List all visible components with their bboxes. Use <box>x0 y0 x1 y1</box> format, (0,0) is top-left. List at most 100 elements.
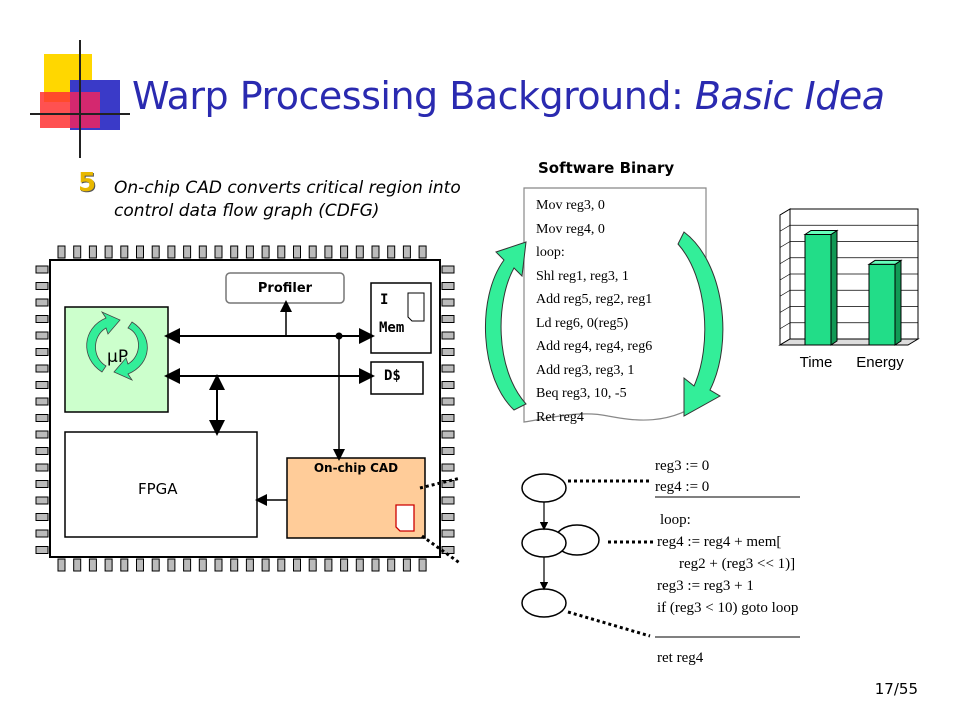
bar-time <box>804 234 832 346</box>
chip-pin <box>441 348 455 356</box>
chip-pin <box>418 558 427 572</box>
bar-top-energy <box>867 259 903 265</box>
slide-title: Warp Processing Background: Basic Idea <box>132 74 885 118</box>
software-binary-line: Ret reg4 <box>536 409 584 425</box>
chip-pin <box>441 430 455 439</box>
chip-pin <box>35 430 49 439</box>
chip-pin <box>371 245 380 259</box>
cdfg-b2-line1: loop: <box>660 512 691 528</box>
chip-pin <box>441 282 455 290</box>
chip-pin <box>441 315 455 323</box>
chip-pin <box>167 558 176 572</box>
chip-pin <box>136 558 144 572</box>
chip-pin <box>418 245 427 259</box>
chart-gridline-side <box>779 273 791 281</box>
chip-pin <box>35 480 49 488</box>
chip-pin <box>324 245 333 259</box>
chart-gridline-side <box>779 306 791 313</box>
chip-pin <box>57 558 66 572</box>
slide-title-italic: Basic Idea <box>694 74 885 118</box>
right-cycle-arrow <box>677 231 724 417</box>
dcache-block <box>370 361 424 395</box>
cdfg-b2-line4: reg3 := reg3 + 1 <box>657 578 754 594</box>
chip-pin <box>57 245 66 259</box>
chip-pin <box>293 558 301 572</box>
chip-pin <box>35 331 49 340</box>
chip-pin <box>104 245 113 259</box>
left-cycle-arrow <box>484 241 527 411</box>
software-binary-line: Add reg5, reg2, reg1 <box>536 292 653 307</box>
chart-gridline-side <box>779 208 791 216</box>
chip-pin <box>355 245 364 259</box>
cdfg-b1-line2: reg4 := 0 <box>655 479 710 495</box>
chip-pin <box>35 298 49 307</box>
chip-pin <box>151 558 160 572</box>
chip-pin <box>441 414 455 422</box>
software-binary-line: Mov reg4, 0 <box>536 221 605 237</box>
chart-gridline-side <box>779 289 791 297</box>
cad-label: On-chip CAD <box>313 461 399 475</box>
chip-pin <box>35 364 49 373</box>
chip-pin <box>230 558 239 572</box>
bar-side-energy <box>894 259 902 346</box>
chip-pin <box>441 496 455 505</box>
software-binary-line: Add reg3, reg3, 1 <box>536 362 635 378</box>
chip-pin <box>167 245 176 259</box>
chip-pin <box>120 245 129 259</box>
software-binary-line: Beq reg3, 10, -5 <box>536 386 627 401</box>
up-block <box>64 306 169 413</box>
chip-pin <box>35 529 49 538</box>
chip-pin <box>35 315 49 323</box>
chip-pin <box>387 558 396 572</box>
cdfg-b2-line5: if (reg3 < 10) goto loop <box>657 600 799 616</box>
chip-pin <box>214 558 223 572</box>
chip-pin <box>35 513 49 521</box>
cdfg-node-entry <box>521 473 567 503</box>
chip-pin <box>355 558 364 572</box>
chip-pin <box>441 529 455 538</box>
chip-pin <box>73 245 82 259</box>
up-label: µP <box>107 347 129 367</box>
software-binary-line: Mov reg3, 0 <box>536 198 605 213</box>
chip-pin <box>35 381 49 389</box>
software-binary-line: Add reg4, reg4, reg6 <box>536 339 653 354</box>
chip-pin <box>441 480 455 488</box>
page-number: 17/55 <box>874 680 918 698</box>
chip-pin <box>308 245 317 259</box>
chart-gridline-side <box>779 322 791 330</box>
software-binary-line: loop: <box>536 245 565 260</box>
chip-pin <box>198 245 207 259</box>
chip-pin <box>35 265 49 274</box>
chip-pin <box>88 558 97 572</box>
chip-pin <box>261 245 270 259</box>
imem-label-top: I <box>380 292 389 308</box>
chip-pin <box>441 298 455 307</box>
bar-energy <box>868 263 896 346</box>
chip-pin <box>441 447 455 455</box>
chip-pin <box>120 558 129 572</box>
chip-pin <box>293 245 301 259</box>
cdfg-b2-line2: reg4 := reg4 + mem[ <box>657 534 782 550</box>
chip-pin <box>371 558 380 572</box>
software-binary-title: Software Binary <box>538 159 675 177</box>
chart-gridline-side <box>779 257 791 265</box>
chip-pin <box>324 558 333 572</box>
chip-pin <box>441 331 455 340</box>
chip-pin <box>183 558 192 572</box>
chip-pin <box>35 496 49 505</box>
chip-pin <box>441 513 455 521</box>
imem-label-bottom: Mem <box>379 320 405 336</box>
chip-pin <box>261 558 270 572</box>
cdfg-node-exit <box>521 588 567 618</box>
chart-gridline-side <box>779 241 791 248</box>
chip-pin <box>277 558 286 572</box>
chip-pin <box>245 245 254 259</box>
software-binary-line: Shl reg1, reg3, 1 <box>536 268 629 284</box>
chip-pin <box>230 245 239 259</box>
fpga-block <box>64 431 258 538</box>
chip-pin <box>387 245 396 259</box>
cdfg-node-loop <box>521 528 567 558</box>
dcache-label: D$ <box>384 368 401 384</box>
bar-side-time <box>830 229 838 346</box>
